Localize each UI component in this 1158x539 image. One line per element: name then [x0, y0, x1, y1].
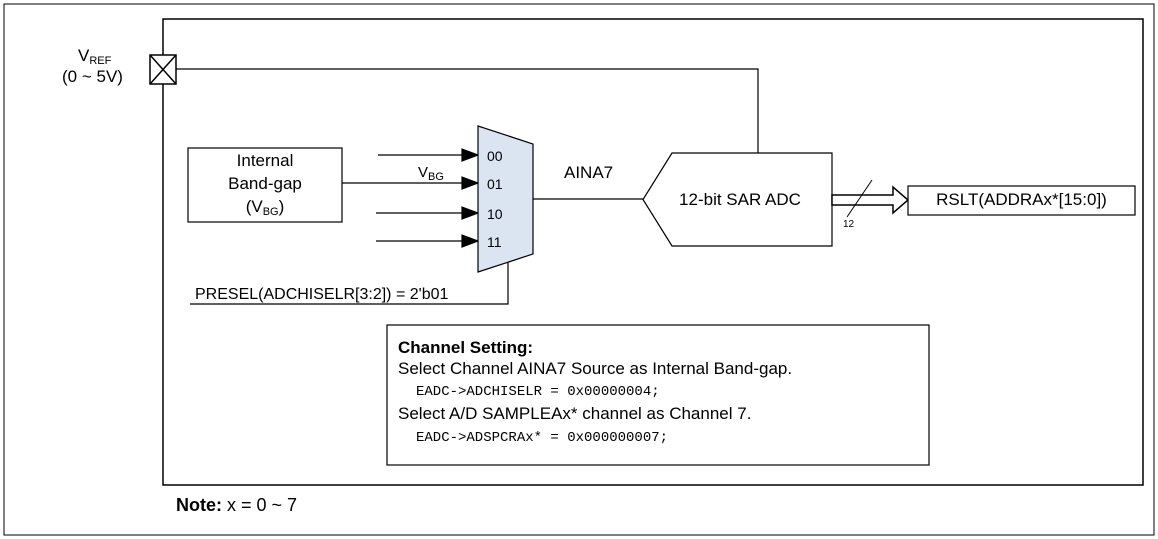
channel-setting-code1: EADC->ADCHISELR = 0x00000004; — [416, 384, 660, 400]
presel-label: PRESEL(ADCHISELR[3:2]) = 2'b01 — [195, 286, 449, 303]
bandgap-line3: (VBG) — [188, 197, 342, 222]
channel-setting-title: Channel Setting: — [398, 338, 534, 357]
vref-pin-icon — [149, 54, 177, 85]
bandgap-line1: Internal — [236, 151, 294, 170]
bandgap-line3-sub: BG — [262, 206, 279, 218]
vref-label-main: V — [78, 46, 90, 65]
mux-shape — [477, 125, 534, 273]
mux-input-10: 10 — [487, 206, 503, 222]
presel-wire — [190, 262, 509, 305]
vbg-label-sub: BG — [428, 171, 444, 183]
bandgap-box — [187, 147, 343, 223]
channel-setting-box — [386, 324, 930, 466]
bandgap-line2: Band-gap — [228, 174, 302, 193]
bus-slash — [846, 179, 873, 218]
mux-input-arrows — [342, 148, 480, 248]
vref-range: (0 ~ 5V) — [62, 67, 123, 86]
result-box — [907, 185, 1136, 216]
channel-setting-line1: Select Channel AINA7 Source as Internal … — [398, 359, 793, 378]
vref-label: VREF — [78, 46, 111, 71]
vref-label-sub: REF — [89, 55, 112, 67]
adc-shape — [642, 152, 833, 247]
vbg-label-main: V — [418, 164, 429, 181]
vref-wire — [176, 68, 759, 153]
bandgap-line3-open: (V — [245, 197, 263, 216]
chip-boundary — [162, 18, 1144, 486]
note-label: Note: — [176, 495, 222, 515]
output-bus-arrow — [831, 185, 910, 215]
note: Note: x = 0 ~ 7 — [176, 495, 297, 516]
mux-input-11: 11 — [487, 234, 502, 250]
aina7-label: AINA7 — [564, 163, 614, 182]
mux-input-01: 01 — [487, 176, 503, 192]
adc-label: 12-bit SAR ADC — [679, 190, 801, 209]
mux-input-00: 00 — [487, 148, 503, 164]
note-text: x = 0 ~ 7 — [222, 495, 298, 515]
channel-setting-line2: Select A/D SAMPLEAx* channel as Channel … — [398, 404, 752, 423]
bus-width-label: 12 — [843, 219, 855, 230]
outer-frame — [3, 3, 1155, 536]
vbg-label: VBG — [418, 163, 444, 187]
bandgap-line3-close: ) — [278, 197, 285, 216]
result-label: RSLT(ADDRAx*[15:0]) — [936, 190, 1107, 209]
channel-setting-code2: EADC->ADSPCRAx* = 0x000000007; — [416, 430, 669, 446]
